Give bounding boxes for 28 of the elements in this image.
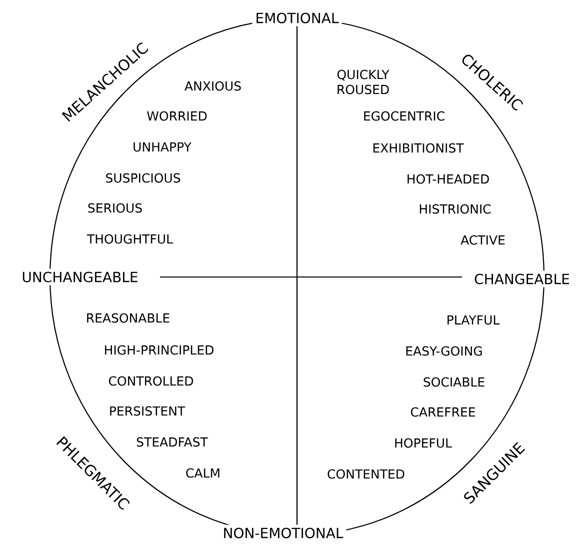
- trait-word: EASY-GOING: [406, 346, 482, 356]
- trait-word: SOCIABLE: [424, 377, 484, 387]
- trait-word: CONTENTED: [328, 469, 404, 479]
- trait-word: REASONABLE: [87, 313, 170, 323]
- trait-word: CONTROLLED: [108, 376, 194, 386]
- trait-word: EXHIBITIONIST: [373, 143, 464, 153]
- trait-word: STEADFAST: [136, 437, 208, 447]
- trait-word: HIGH-PRINCIPLED: [105, 345, 214, 355]
- trait-word: ACTIVE: [460, 235, 505, 245]
- trait-word: HOT-HEADED: [408, 174, 489, 184]
- trait-word: PERSISTENT: [110, 406, 186, 416]
- trait-word: HISTRIONIC: [420, 204, 491, 214]
- trait-word: THOUGHTFUL: [86, 234, 173, 244]
- axis-label: UNCHANGEABLE: [18, 268, 142, 286]
- trait-word: ANXIOUS: [184, 81, 241, 91]
- trait-word: SERIOUS: [88, 203, 142, 213]
- trait-word: EGOCENTRIC: [364, 111, 444, 121]
- axis-label: NON-EMOTIONAL: [220, 524, 346, 542]
- trait-word: UNHAPPY: [134, 142, 192, 152]
- trait-word: QUICKLY ROUSED: [337, 70, 390, 94]
- trait-word: CAREFREE: [410, 407, 475, 417]
- trait-word: WORRIED: [147, 111, 207, 121]
- trait-word: CALM: [186, 468, 220, 478]
- trait-word: SUSPICIOUS: [106, 173, 180, 183]
- axis-label: CHANGEABLE: [471, 270, 573, 288]
- trait-word: PLAYFUL: [448, 315, 500, 325]
- axis-label: EMOTIONAL: [252, 10, 342, 26]
- trait-word: HOPEFUL: [395, 438, 452, 448]
